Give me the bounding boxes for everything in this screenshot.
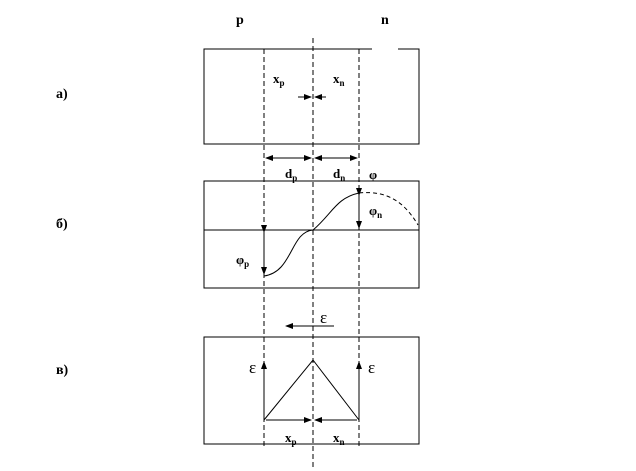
field-label-n: ε (368, 358, 375, 377)
panel-v-label: в) (56, 363, 69, 378)
xn-label-a: xn (333, 71, 345, 88)
p-region-label: p (236, 13, 244, 28)
xp-label-a: xp (273, 71, 285, 88)
panel-b-label: б) (56, 217, 68, 232)
potential-curve-extension (358, 192, 419, 226)
n-region-label: n (381, 13, 389, 28)
dp-label: dp (285, 166, 297, 183)
potential-curve (263, 192, 360, 277)
panel-a-label: а) (56, 87, 68, 102)
xp-label-v: xp (285, 430, 297, 447)
field-triangle (263, 359, 360, 421)
phin-label: φn (369, 203, 382, 220)
phi-label: φ (369, 167, 377, 182)
panel-b-box (203, 180, 420, 289)
dn-label: dn (333, 166, 345, 183)
panel-v-box (203, 336, 420, 445)
phip-label: φp (236, 252, 249, 269)
panel-a-box (203, 48, 420, 145)
field-label-p: ε (249, 358, 256, 377)
xn-label-v: xn (333, 430, 345, 447)
field-direction-label: ε (320, 308, 327, 327)
